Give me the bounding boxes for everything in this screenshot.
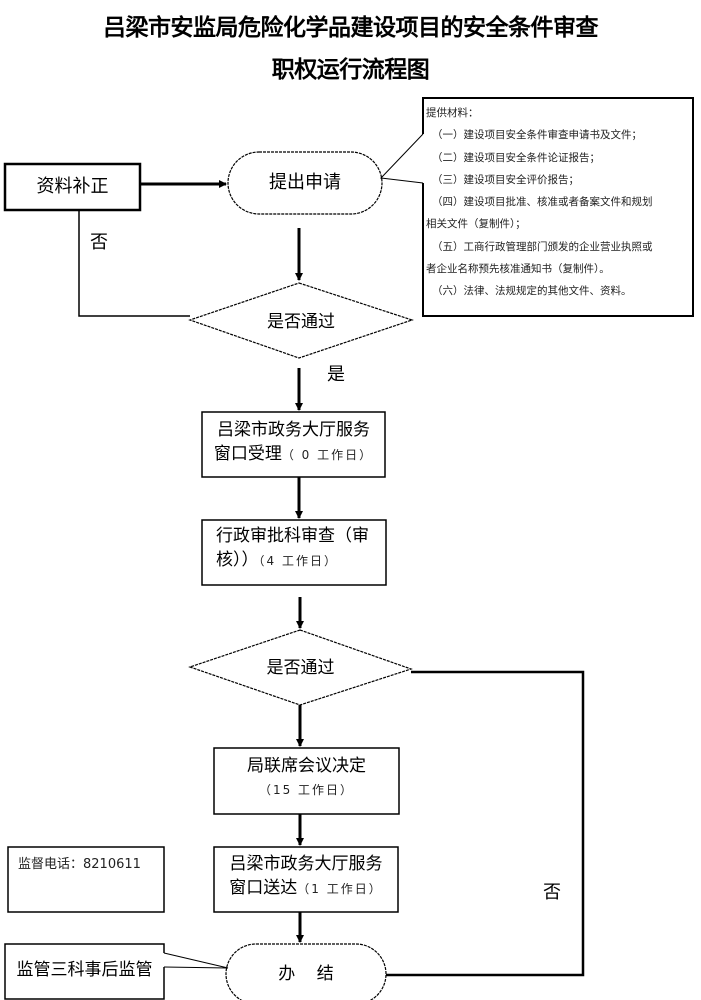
meeting-label: 局联席会议决定 （15 工作日）	[214, 754, 399, 802]
materials-heading: 提供材料：	[426, 107, 479, 119]
accept-days: （ 0 工作日）	[281, 448, 374, 462]
materials-item: 者企业名称预先核准通知书（复制件）。	[426, 263, 610, 276]
materials-list: 提供材料： （一）建设项目安全条件审查申请书及文件； （二）建设项目安全条件论证…	[426, 102, 696, 303]
meeting-box	[213, 747, 400, 815]
accept-line-1: 吕梁市政务大厅服务	[217, 420, 370, 440]
review-line-1: 行政审批科审查（审	[216, 526, 369, 546]
deliver-box	[213, 846, 399, 913]
accept-box	[201, 411, 386, 478]
materials-box	[422, 97, 694, 317]
materials-item: （一）建设项目安全条件审查申请书及文件；	[432, 129, 642, 142]
deliver-days: （1 工作日）	[297, 882, 383, 896]
review-label: 行政审批科审查（审 核））（4 工作日）	[216, 524, 386, 573]
decision2-label: 是否通过	[266, 658, 335, 678]
meeting-line-1: 局联席会议决定	[247, 756, 366, 776]
review-box	[201, 519, 387, 586]
accept-label: 吕梁市政务大厅服务 窗口受理（ 0 工作日）	[202, 418, 385, 467]
meeting-days: （15 工作日）	[258, 783, 355, 797]
materials-item: （二）建设项目安全条件论证报告；	[432, 151, 600, 164]
end-terminal	[225, 943, 387, 1000]
materials-item: （五）工商行政管理部门颁发的企业营业执照或	[432, 240, 653, 253]
deliver-label: 吕梁市政务大厅服务 窗口送达（1 工作日）	[214, 852, 398, 901]
accept-line-2: 窗口受理（ 0 工作日）	[202, 442, 385, 467]
review-line-2: 核））（4 工作日）	[216, 548, 386, 573]
accept-line-2-text: 窗口受理	[213, 444, 282, 464]
decision1-diamond	[188, 282, 414, 359]
end-label: 办 结	[278, 964, 334, 984]
materials-item: （三）建设项目安全评价报告；	[432, 173, 579, 186]
title-line-2: 职权运行流程图	[271, 56, 430, 83]
correction-label: 资料补正	[36, 176, 109, 197]
review-line-2-text: 核））	[216, 550, 259, 570]
callout-post-supervision-to-end	[163, 952, 229, 969]
branch-yes-1-label: 是	[327, 364, 345, 385]
supervision-phone: 监督电话：8210611	[18, 857, 141, 872]
post-supervision-box	[4, 943, 165, 1000]
decision1-label: 是否通过	[267, 312, 335, 332]
materials-item: 相关文件（复制件）；	[426, 218, 526, 231]
deliver-line-2: 窗口送达（1 工作日）	[214, 876, 398, 901]
materials-item: （四）建设项目批准、核准或者备案文件和规划	[432, 196, 653, 209]
review-days: （4 工作日）	[258, 554, 338, 568]
title-line-1: 吕梁市安监局危险化学品建设项目的安全条件审查	[103, 14, 599, 41]
supervision-phone-box	[7, 846, 165, 913]
branch-no-2-label: 否	[543, 882, 561, 903]
callout-submit-to-materials	[379, 133, 424, 184]
materials-item: （六）法律、法规规定的其他文件、资料。	[432, 285, 632, 298]
submit-terminal	[227, 151, 383, 215]
correction-box	[3, 162, 142, 212]
deliver-line-2-text: 窗口送达	[229, 878, 298, 898]
connector-reject-to-correction	[78, 210, 190, 317]
deliver-line-1: 吕梁市政务大厅服务	[229, 854, 383, 874]
submit-label: 提出申请	[269, 172, 341, 193]
branch-no-1-label: 否	[90, 232, 108, 253]
post-supervision-label: 监管三科事后监管	[16, 960, 153, 980]
connector-reject-to-end	[386, 670, 585, 977]
